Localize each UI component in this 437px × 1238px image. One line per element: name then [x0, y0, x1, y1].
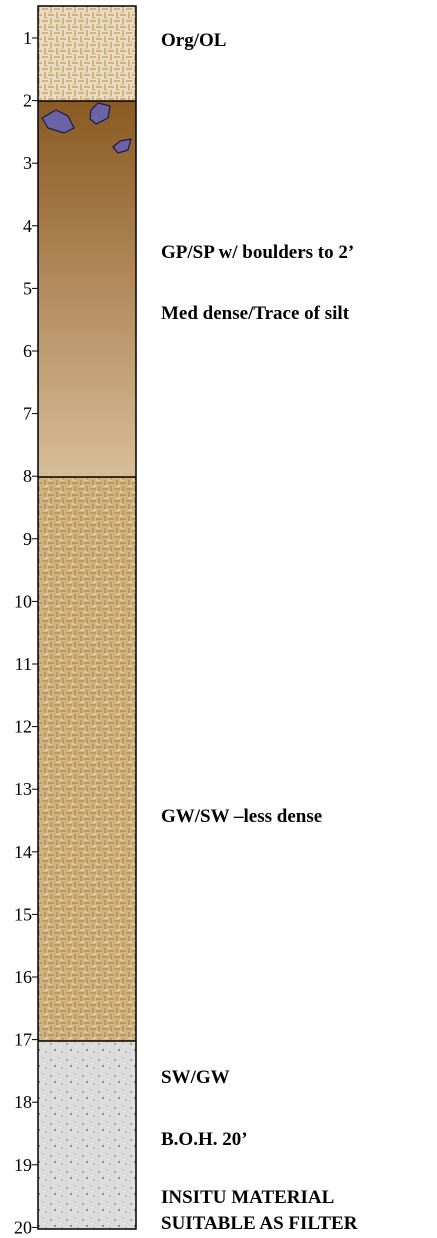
label-med-dense: Med dense/Trace of silt [161, 303, 350, 324]
label-gw-sw: GW/SW –less dense [161, 806, 323, 827]
depth-tick-label: 9 [23, 529, 32, 549]
depth-tick-label: 7 [23, 404, 32, 424]
depth-tick-label: 4 [23, 216, 32, 236]
depth-tick-label: 18 [14, 1092, 32, 1112]
label-suitable: SUITABLE AS FILTER [161, 1213, 358, 1234]
depth-tick-label: 8 [23, 466, 32, 486]
boulder-icon [41, 109, 75, 134]
depth-tick-label: 12 [14, 717, 32, 737]
depth-tick-label: 11 [15, 654, 32, 674]
depth-tick-label: 10 [14, 591, 32, 611]
depth-tick-label: 20 [14, 1217, 32, 1237]
boulder-icon [89, 102, 111, 125]
label-boh: B.O.H. 20’ [161, 1129, 248, 1150]
depth-tick-label: 16 [14, 967, 32, 987]
layer-gp-sp [38, 101, 136, 477]
layer-gw-sw [38, 477, 136, 1041]
depth-tick-label: 5 [23, 278, 32, 298]
layer-org-ol [38, 6, 136, 101]
boulder-icons [41, 102, 132, 154]
layer-sw-gw [38, 1041, 136, 1229]
depth-tick-label: 15 [14, 904, 32, 924]
label-sw-gw: SW/GW [161, 1067, 230, 1088]
log-column-border [37, 5, 137, 1230]
depth-tick-label: 6 [23, 341, 32, 361]
label-gp-sp: GP/SP w/ boulders to 2’ [161, 242, 355, 263]
depth-tick-label: 3 [23, 153, 32, 173]
depth-tick-label: 13 [14, 779, 32, 799]
depth-tick-label: 19 [14, 1155, 32, 1175]
depth-tick-label: 1 [23, 28, 32, 48]
boulder-icon [112, 138, 132, 154]
depth-tick-label: 17 [14, 1030, 32, 1050]
depth-tick-label: 14 [14, 842, 32, 862]
depth-tick-label: 2 [23, 91, 32, 111]
label-insitu: INSITU MATERIAL [161, 1187, 335, 1208]
label-org-ol: Org/OL [161, 30, 227, 51]
